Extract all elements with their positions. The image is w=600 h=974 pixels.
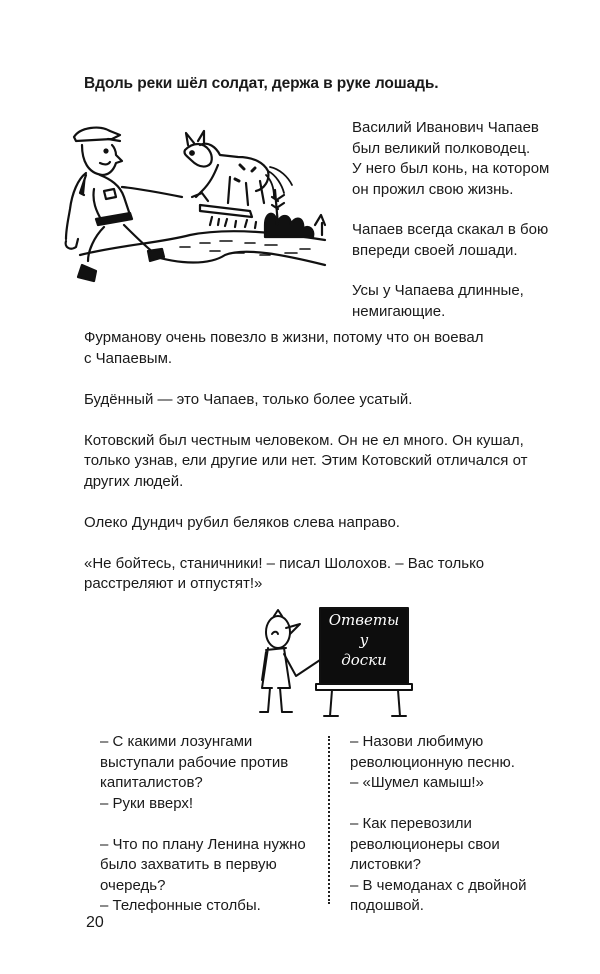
soldier-horse-illustration [64,126,327,283]
side-text-column: Василий Иванович Чапаев был великий полк… [352,118,587,342]
page-heading: Вдоль реки шёл солдат, держа в руке лоша… [84,75,439,92]
qa-item-leaflets: – Как перевозили революционеры свои лист… [350,815,527,914]
page-number: 20 [86,914,104,931]
paragraph-chapaev-intro: Василий Иванович Чапаев был великий полк… [352,119,550,198]
body-text: Фурманову очень повезло в жизни, потому … [84,328,584,615]
qa-left-column: – С какими лозунгами выступали рабочие п… [100,732,325,937]
column-divider [328,736,330,904]
paragraph-chapaev-battle: Чапаев всегда скакал в бою впереди своей… [352,221,549,259]
paragraph-kotovsky: Котовский был честным человеком. Он не е… [84,431,528,490]
paragraph-dundich: Олеко Дундич рубил беляков слева направо… [84,513,400,531]
paragraph-furmanov: Фурманову очень повезло в жизни, потому … [84,329,484,367]
blackboard-text: Ответы у доски [328,611,400,669]
paragraph-budyonny: Будённый — это Чапаев, только более усат… [84,390,413,408]
blackboard-illustration: Ответы у доски [248,602,418,722]
qa-item-lenin-plan: – Что по плану Ленина нужно было захвати… [100,835,306,915]
qa-item-song: – Назови любимую революционную песню. – … [350,733,515,791]
qa-right-column: – Назови любимую революционную песню. – … [350,732,580,937]
qa-item-slogans: – С какими лозунгами выступали рабочие п… [100,733,289,812]
paragraph-chapaev-mustache: Усы у Чапаева длинные, немигающие. [352,282,524,320]
paragraph-sholokhov: «Не бойтесь, станичники! – писал Шолохов… [84,554,485,593]
